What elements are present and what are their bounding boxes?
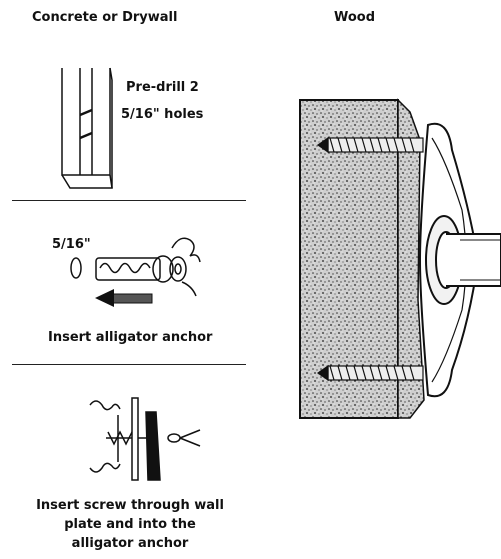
lag-screw-bottom [316, 364, 424, 382]
step2-caption: Insert alligator anchor [48, 330, 213, 345]
step1-text-line2: 5/16" holes [121, 107, 204, 122]
wood-wall-illustration [299, 98, 425, 419]
heading-concrete-drywall: Concrete or Drywall [32, 10, 178, 25]
step3-text-line2: plate and into the [64, 517, 196, 532]
heading-wood: Wood [334, 10, 376, 25]
lag-screw-top [316, 136, 424, 154]
step2-size-label: 5/16" [52, 237, 91, 252]
insert-arrow-icon [95, 289, 153, 307]
drilled-wall-icon [61, 67, 113, 189]
step3-text-line1: Insert screw through wall [36, 498, 224, 513]
step1-text-line1: Pre-drill 2 [126, 80, 199, 95]
screw-into-anchor-icon [89, 397, 201, 481]
divider-2 [12, 364, 246, 365]
step3-text-line3: alligator anchor [71, 536, 189, 551]
pipe [446, 233, 501, 287]
alligator-anchor-icon [70, 237, 201, 297]
divider-1 [12, 200, 246, 201]
